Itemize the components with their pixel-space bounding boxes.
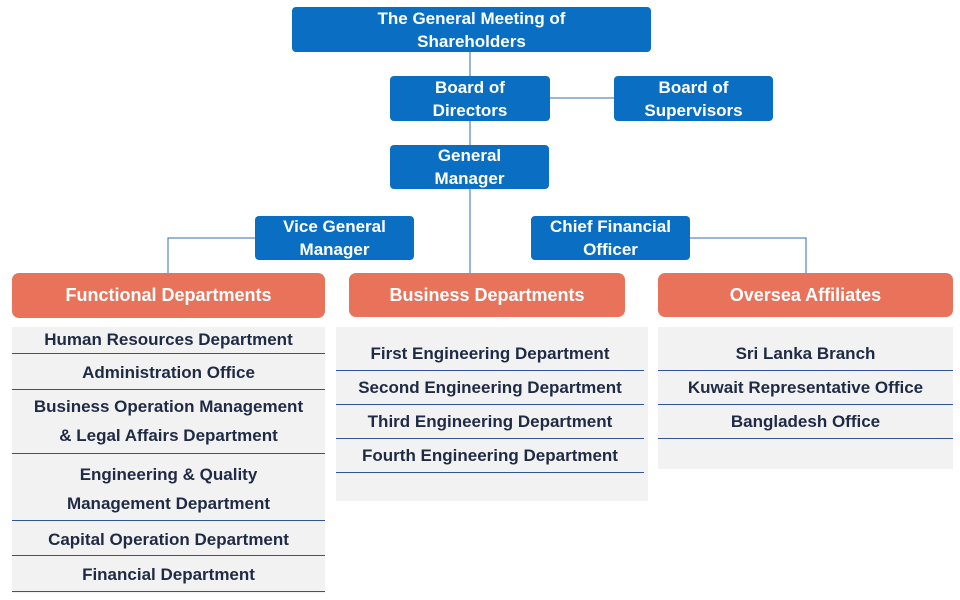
- list-item-administration-office: Administration Office: [12, 357, 325, 390]
- list-item-sri-lanka-branch: Sri Lanka Branch: [658, 338, 953, 371]
- oversea-affiliates-panel: [658, 327, 953, 469]
- list-item-human-resources: Human Resources Department: [12, 327, 325, 354]
- vice-general-manager-box: Vice General Manager: [255, 216, 414, 260]
- list-item-line: Engineering & Quality: [79, 464, 258, 484]
- list-item-first-engineering: First Engineering Department: [336, 338, 644, 371]
- board-of-supervisors-box: Board of Supervisors: [614, 76, 773, 121]
- list-item-line: Management Department: [66, 493, 271, 513]
- connector-vgm-functional: [167, 237, 255, 273]
- general-manager-box: General Manager: [390, 145, 549, 189]
- list-item-engineering-quality: Engineering & Quality Management Departm…: [12, 458, 325, 521]
- list-item-second-engineering: Second Engineering Department: [336, 371, 644, 405]
- connector-cfo-oversea: [690, 237, 807, 273]
- list-item-line: & Legal Affairs Department: [59, 426, 278, 446]
- list-item-capital-operation: Capital Operation Department: [12, 524, 325, 556]
- shareholders-box: The General Meeting of Shareholders: [292, 7, 651, 52]
- chief-financial-officer-box: Chief Financial Officer: [531, 216, 690, 260]
- list-item-bangladesh-office: Bangladesh Office: [658, 405, 953, 439]
- list-item-third-engineering: Third Engineering Department: [336, 405, 644, 439]
- list-item-kuwait-office: Kuwait Representative Office: [658, 371, 953, 405]
- functional-departments-header: Functional Departments: [12, 273, 325, 318]
- list-item-line: Business Operation Management: [33, 396, 304, 416]
- list-item-financial-department: Financial Department: [12, 559, 325, 592]
- functional-departments-panel: [12, 327, 325, 593]
- list-item-fourth-engineering: Fourth Engineering Department: [336, 439, 644, 473]
- business-departments-header: Business Departments: [349, 273, 625, 317]
- list-item-business-operation-legal: Business Operation Management & Legal Af…: [12, 390, 325, 454]
- board-of-directors-box: Board of Directors: [390, 76, 550, 121]
- oversea-affiliates-header: Oversea Affiliates: [658, 273, 953, 317]
